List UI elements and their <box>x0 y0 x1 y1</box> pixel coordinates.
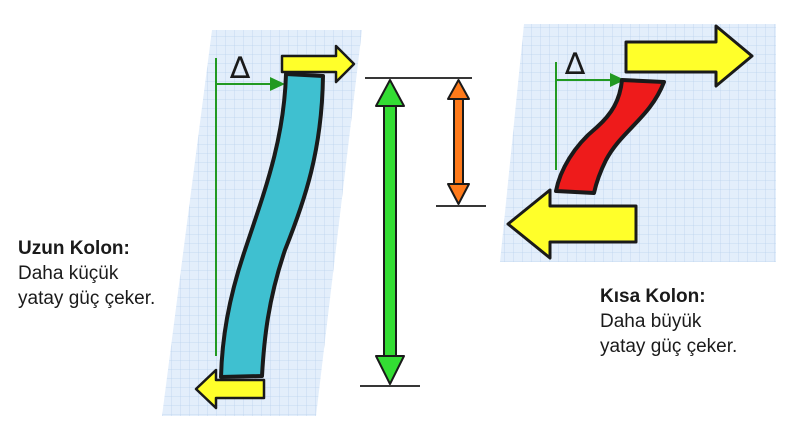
long-column-title: Uzun Kolon: <box>18 238 130 259</box>
short-column-caption: Kısa Kolon: Daha büyük yatay güç çeker. <box>600 284 737 359</box>
long-height-arrow <box>375 79 405 385</box>
long-delta-symbol: ∆ <box>229 51 251 86</box>
long-column-text-line-2: yatay güç çeker. <box>18 288 156 309</box>
long-column-member <box>219 72 325 379</box>
short-top-force-arrow <box>624 24 754 88</box>
long-displacement-arrowhead <box>270 77 285 91</box>
short-displacement-arrowhead <box>610 73 625 87</box>
short-column-member <box>554 78 666 195</box>
long-column-text-line-1: Daha küçük <box>18 263 119 284</box>
short-bottom-force-arrow <box>506 188 638 260</box>
short-column-text-line-2: yatay güç çeker. <box>600 336 738 357</box>
short-column-title: Kısa Kolon: <box>600 286 706 307</box>
short-column-text-line-1: Daha büyük <box>600 311 702 332</box>
long-top-force-arrow <box>280 44 356 84</box>
short-column-grid-panel <box>500 24 776 262</box>
short-delta-symbol: ∆ <box>564 47 586 82</box>
short-height-arrow <box>447 79 470 205</box>
long-column-caption: Uzun Kolon: Daha küçük yatay güç çeker. <box>18 236 155 311</box>
long-bottom-force-arrow <box>194 368 266 410</box>
